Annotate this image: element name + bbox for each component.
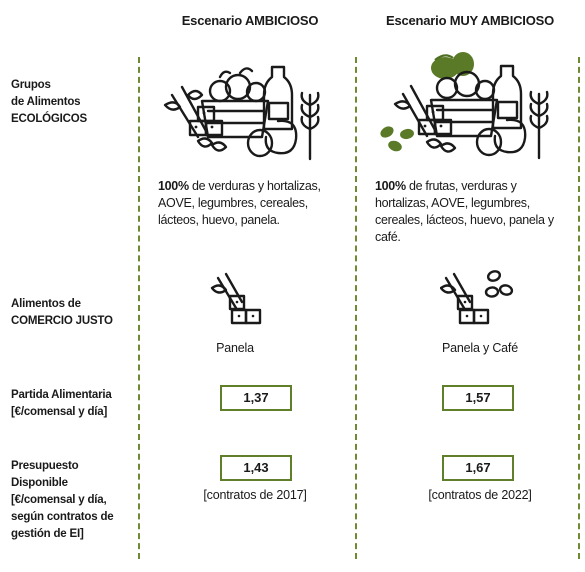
row-label-comercio-justo: Alimentos de COMERCIO JUSTO	[11, 298, 113, 327]
column-divider-middle	[355, 57, 357, 559]
ecologicos-description-ambicioso: 100% de verduras y hortalizas, AOVE, leg…	[158, 179, 321, 227]
column-divider-left	[138, 57, 140, 559]
comercio-justo-muy-ambicioso: Panela y Café	[442, 341, 518, 355]
presupuesto-value-ambicioso: 1,43	[220, 455, 292, 481]
column-header-muy-ambicioso: Escenario MUY AMBICIOSO	[385, 13, 555, 28]
presupuesto-value-muy-ambicioso: 1,67	[442, 455, 514, 481]
food-basket-with-fruit-and-coffee-icon	[380, 52, 549, 160]
column-header-ambicioso: Escenario AMBICIOSO	[181, 13, 319, 28]
row-label-partida: Partida Alimentaria [€/comensal y día]	[11, 389, 112, 418]
partida-value-muy-ambicioso: 1,57	[442, 385, 514, 411]
ecologicos-description-muy-ambicioso: 100% de frutas, verduras y hortalizas, A…	[375, 179, 554, 244]
comercio-justo-ambicioso: Panela	[216, 341, 254, 355]
column-divider-right	[578, 57, 580, 559]
partida-value-ambicioso: 1,37	[220, 385, 292, 411]
sugarcane-panela-icon	[210, 272, 262, 325]
presupuesto-note-ambicioso: [contratos de 2017]	[203, 488, 307, 502]
row-label-presupuesto: Presupuesto Disponible [€/comensal y día…	[11, 460, 114, 540]
presupuesto-note-muy-ambicioso: [contratos de 2022]	[428, 488, 532, 502]
row-label-ecologicos: Grupos de Alimentos ECOLÓGICOS	[11, 79, 87, 125]
sugarcane-panela-coffee-icon	[440, 270, 514, 325]
food-basket-icon	[163, 65, 320, 161]
